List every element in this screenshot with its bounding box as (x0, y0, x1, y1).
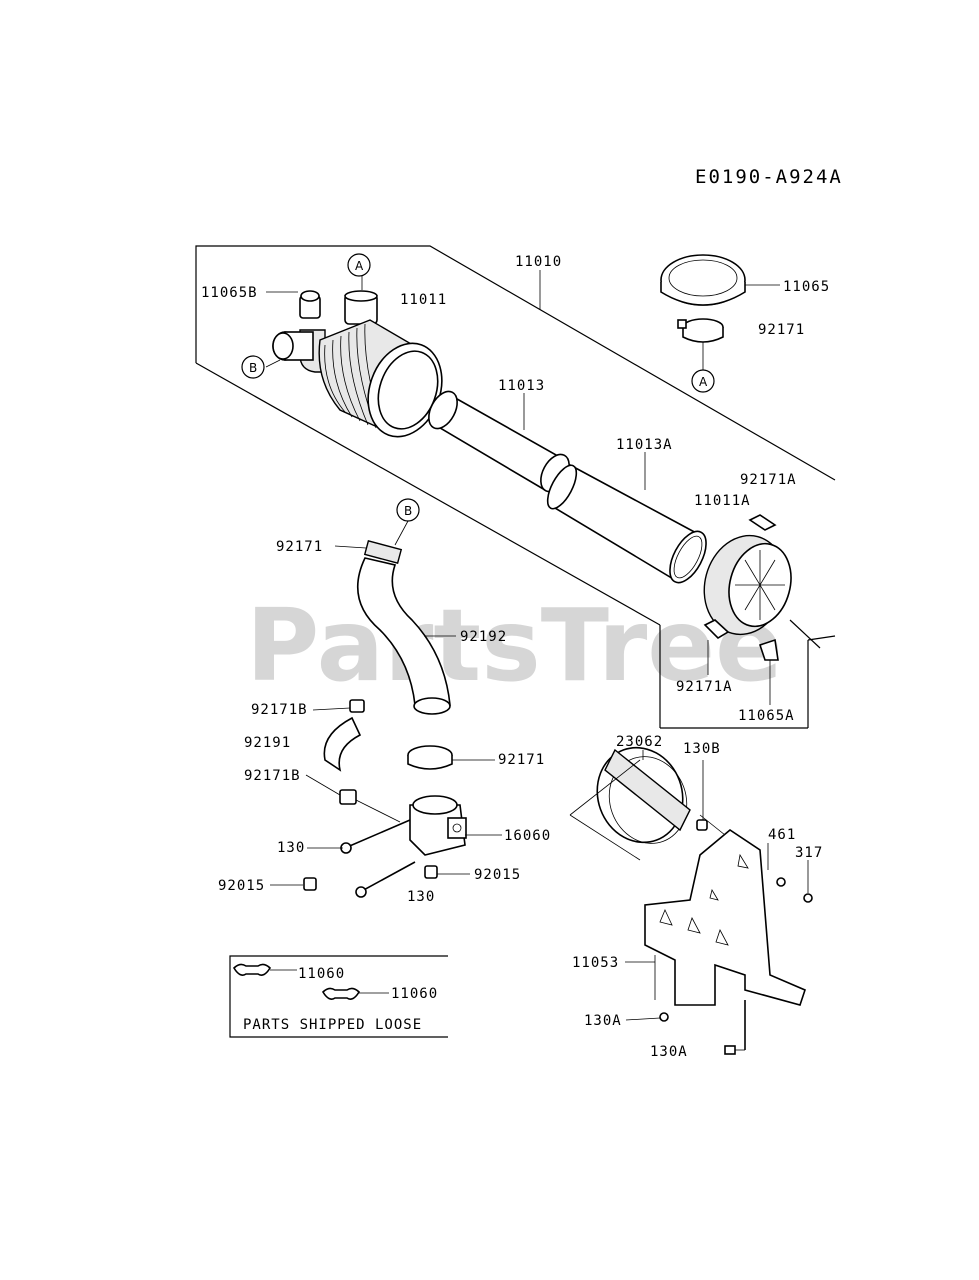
label-11060-b: 11060 (391, 986, 438, 1002)
label-92171b-top: 92171B (251, 702, 308, 718)
label-11060-a: 11060 (298, 966, 345, 982)
label-130-bot: 130 (407, 889, 435, 905)
loose-box-label: PARTS SHIPPED LOOSE (243, 1017, 422, 1033)
svg-text:B: B (404, 504, 412, 518)
leader-lines (265, 270, 809, 1051)
air-cleaner-body-11011 (272, 290, 443, 438)
label-130b: 130B (683, 741, 721, 757)
label-92191: 92191 (244, 735, 291, 751)
watermark: PartsTree (246, 587, 783, 704)
svg-text:A: A (699, 375, 708, 389)
shroud-23062 (569, 746, 726, 861)
label-92171-b: 92171 (276, 539, 323, 555)
svg-text:B: B (249, 361, 257, 375)
filter-element-11013a (546, 463, 707, 584)
label-92171-mid: 92171 (498, 752, 545, 768)
label-92171-top: 92171 (758, 322, 805, 338)
baffle-plate-11053 (644, 829, 813, 1055)
label-11065: 11065 (783, 279, 830, 295)
intake-elbow-16060 (303, 795, 467, 898)
air-cleaner-assembly-outline (195, 245, 836, 729)
label-11053: 11053 (572, 955, 619, 971)
label-130a-bot: 130A (650, 1044, 688, 1060)
callout-a-right: A (691, 369, 715, 393)
label-317: 317 (795, 845, 823, 861)
callout-a-top: A (347, 253, 371, 277)
diagram-code: E0190-A924A (695, 166, 843, 188)
cover-11065 (660, 254, 746, 306)
label-92171a-bot: 92171A (676, 679, 733, 695)
label-16060: 16060 (504, 828, 551, 844)
label-92015-left: 92015 (218, 878, 265, 894)
label-130a-left: 130A (584, 1013, 622, 1029)
hose-92192 (357, 539, 451, 715)
svg-text:A: A (355, 259, 364, 273)
callout-b-left: B (241, 355, 265, 379)
label-92015-right: 92015 (474, 867, 521, 883)
end-cap-11011a (703, 514, 792, 661)
label-11011: 11011 (400, 292, 447, 308)
label-130-left: 130 (277, 840, 305, 856)
label-11065b: 11065B (201, 285, 258, 301)
label-11013a: 11013A (616, 437, 673, 453)
clamp-92171-top (677, 318, 724, 343)
filter-element-11013 (428, 390, 570, 493)
clamp-92171-mid (407, 745, 453, 770)
label-23062: 23062 (616, 734, 663, 750)
part-labels: 11010 11065B 11011 11065 92171 11013 110… (201, 254, 830, 1060)
label-92192: 92192 (460, 629, 507, 645)
label-11013: 11013 (498, 378, 545, 394)
label-11010: 11010 (515, 254, 562, 270)
hose-92191 (323, 699, 365, 805)
parts-shipped-loose-box: PARTS SHIPPED LOOSE (229, 955, 448, 1038)
label-11065a: 11065A (738, 708, 795, 724)
label-92171a-top: 92171A (740, 472, 797, 488)
label-11011a: 11011A (694, 493, 751, 509)
label-461: 461 (768, 827, 796, 843)
label-92171b-bot: 92171B (244, 768, 301, 784)
callout-b-hose: B (396, 498, 420, 522)
